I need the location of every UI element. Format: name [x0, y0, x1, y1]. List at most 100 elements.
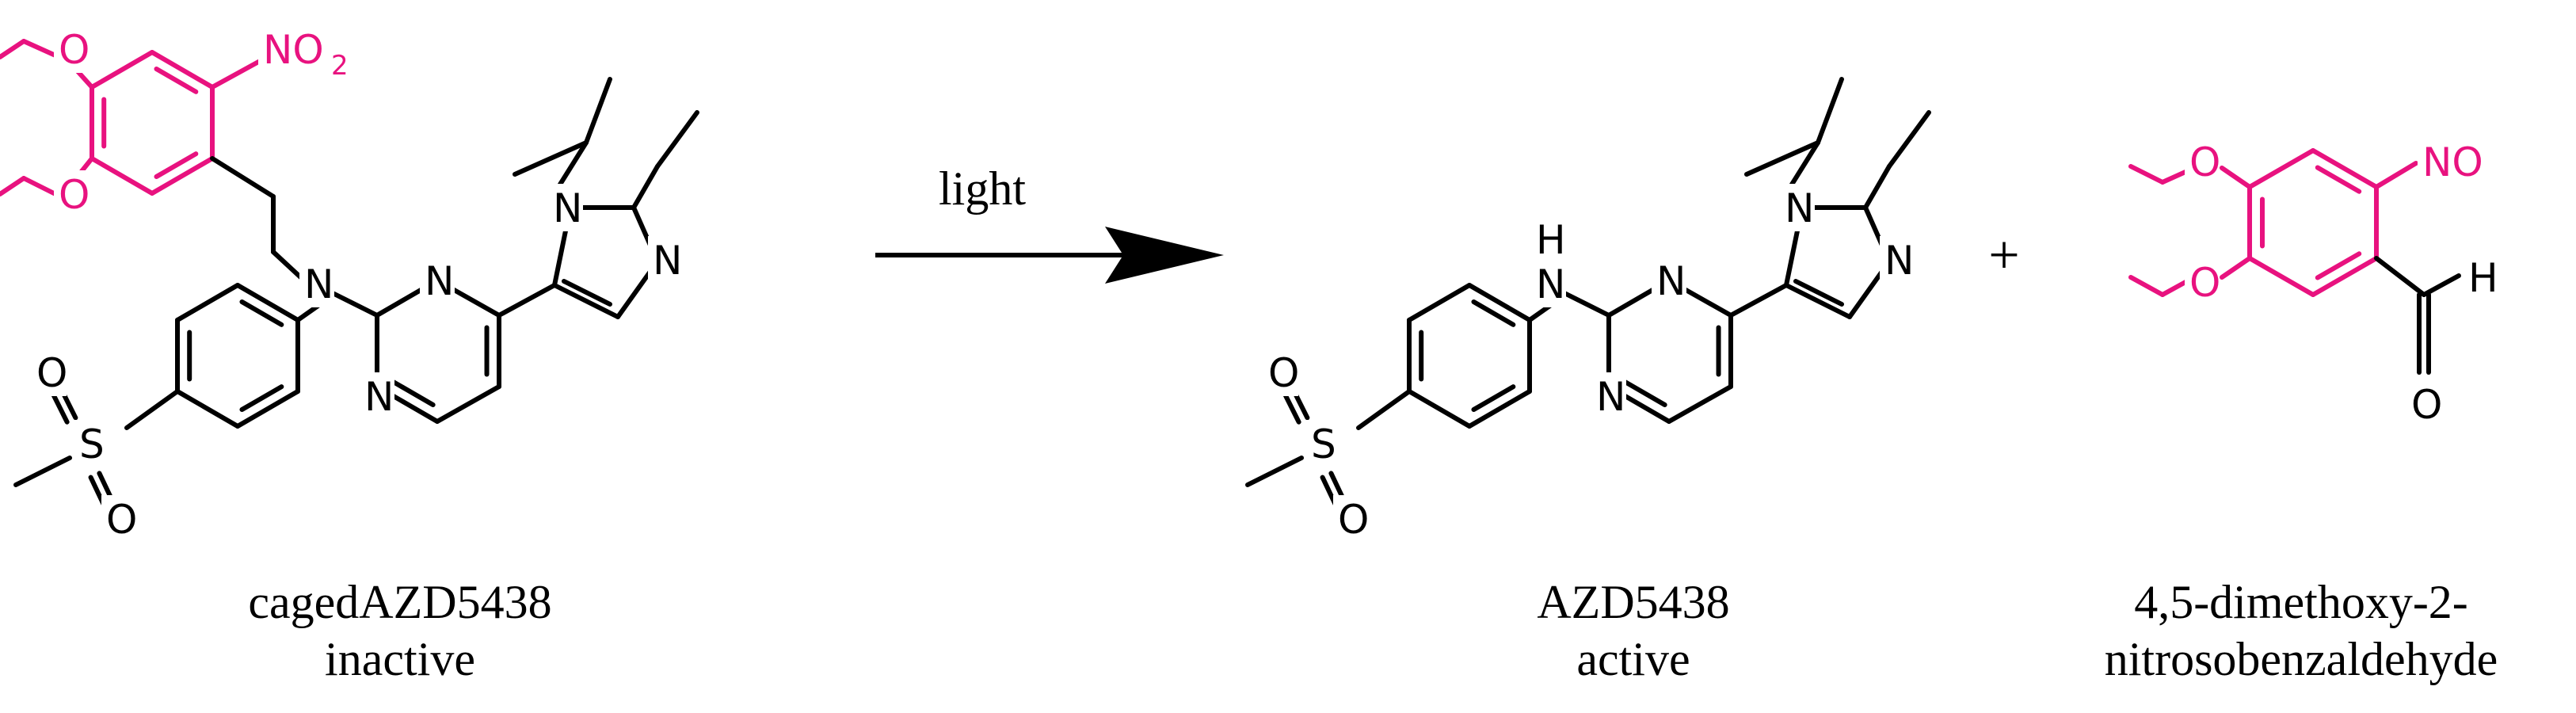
atom-label-background [1531, 260, 1566, 307]
phenyl-ring-bond [235, 283, 300, 322]
cage-methoxy-oxygen: O [59, 172, 90, 218]
imidazole-nitrogen: N [653, 238, 682, 284]
phenyl-ring-bond [175, 389, 240, 429]
atom-label-background [1333, 495, 1368, 543]
atom-label-background [74, 420, 109, 467]
atom-label-background [1263, 349, 1298, 396]
plus-sign: + [1988, 225, 2019, 286]
byproduct-name-line2: nitrosobenzaldehyde [2105, 633, 2498, 685]
methyl-bond [655, 110, 699, 169]
atom-label-background [2185, 258, 2220, 306]
nitro-group: NO [263, 27, 324, 73]
atom-label-background [548, 184, 583, 231]
pyrimidine-ring-bond [1667, 384, 1733, 424]
atom-label-background [101, 495, 136, 543]
isopropyl-bond [1816, 77, 1844, 145]
atom-label-background [299, 260, 334, 307]
product-status: active [1576, 633, 1690, 685]
methoxy-bond [0, 176, 26, 196]
methoxy-bond [21, 176, 58, 196]
isopropyl-bond [1744, 140, 1820, 177]
reaction-condition-label: light [939, 162, 1026, 215]
imidazole-nitrogen: N [1884, 238, 1914, 284]
bond-line [497, 283, 557, 318]
atom-label-background [1591, 372, 1626, 420]
amine-nitrogen: N [304, 261, 333, 307]
nitroso-group: NO [2422, 139, 2483, 185]
atom-label-background [54, 25, 89, 73]
pyrimidine-nitrogen: N [1656, 258, 1686, 304]
nitro-bond [210, 58, 264, 90]
isopropyl-bond [513, 140, 589, 177]
sulfonyl-oxygen: O [36, 350, 67, 396]
phenyl-ring-bond [235, 389, 300, 429]
cage-methoxy-oxygen: O [59, 27, 90, 73]
pyrimidine-nitrogen: N [1596, 374, 1625, 420]
methyl-bond [1887, 110, 1931, 169]
bond-line [631, 164, 660, 210]
atom-label-background [32, 349, 67, 396]
atom-label-background [2418, 138, 2479, 185]
imidazole-ring-bond [1793, 279, 1844, 307]
imidazole-ring-bond [562, 279, 612, 307]
atom-label-background [648, 236, 683, 284]
phenyl-ring-bond [1471, 299, 1516, 327]
atom-label-background [258, 25, 352, 73]
atom-label-background [2185, 138, 2220, 185]
reactant-status: inactive [325, 633, 475, 685]
bond-line [1562, 291, 1611, 318]
byproduct-ring-bond [2315, 165, 2362, 194]
atom-label-background [420, 257, 455, 304]
phenyl-ring-bond [1407, 283, 1472, 322]
cage-ring-bond [150, 156, 215, 196]
phenyl-ring-bond [239, 384, 284, 413]
imidazole-ring-bond [1784, 283, 1852, 319]
reactant-name: cagedAZD5438 [248, 576, 551, 628]
byproduct-ring-bond [2247, 148, 2315, 189]
phenyl-ring-bond [1407, 389, 1472, 429]
methoxy-bond [0, 39, 26, 59]
bond-line [124, 389, 180, 430]
methyl-bond [1245, 456, 1304, 487]
atom-label-background [360, 372, 394, 420]
sulfur-atom: S [79, 421, 105, 467]
product-name: AZD5438 [1537, 576, 1729, 628]
benzyl-bond [210, 156, 276, 199]
cage-bond [2220, 166, 2252, 189]
bond-line [556, 140, 589, 189]
imidazole-nitrogen: N [1785, 185, 1814, 231]
bond-line [330, 291, 379, 318]
nitroso-bond [2374, 161, 2418, 189]
byproduct-ring-bond [2311, 256, 2379, 297]
amine-nitrogen: N [1536, 261, 1565, 307]
atom-label-background [1880, 236, 1915, 284]
cage-ring-bond [154, 66, 199, 94]
pyrimidine-nitrogen: N [425, 258, 454, 304]
sulfonyl-oxygen: O [1268, 350, 1299, 396]
cage-ring-bond [90, 50, 154, 90]
phenyl-ring-bond [1467, 283, 1532, 322]
imidazole-nitrogen: N [553, 185, 582, 231]
nitro-group-subscript: 2 [331, 50, 349, 82]
methoxy-bond [21, 39, 58, 58]
atom-label-background [1306, 420, 1341, 467]
phenyl-ring-bond [239, 299, 284, 327]
pyrimidine-ring-bond [391, 379, 436, 408]
atom-label-background [2464, 254, 2498, 301]
bond-line [1788, 140, 1820, 189]
isopropyl-bond [584, 77, 612, 145]
methoxy-bond [2128, 275, 2165, 297]
pyrimidine-nitrogen: N [364, 374, 394, 420]
imidazole-ring-bond [552, 283, 620, 319]
bond-line [1863, 164, 1892, 210]
byproduct-methoxy-oxygen: O [2189, 260, 2220, 306]
byproduct-ring-bond [2247, 256, 2315, 297]
cage-bond [2220, 256, 2252, 280]
aldehyde-bond [2374, 256, 2426, 297]
atom-label-background [54, 170, 89, 218]
aldehyde-bond [2422, 273, 2461, 297]
pyrimidine-ring-bond [435, 384, 501, 424]
byproduct-methoxy-oxygen: O [2189, 139, 2220, 185]
phenyl-ring-bond [1467, 389, 1532, 429]
